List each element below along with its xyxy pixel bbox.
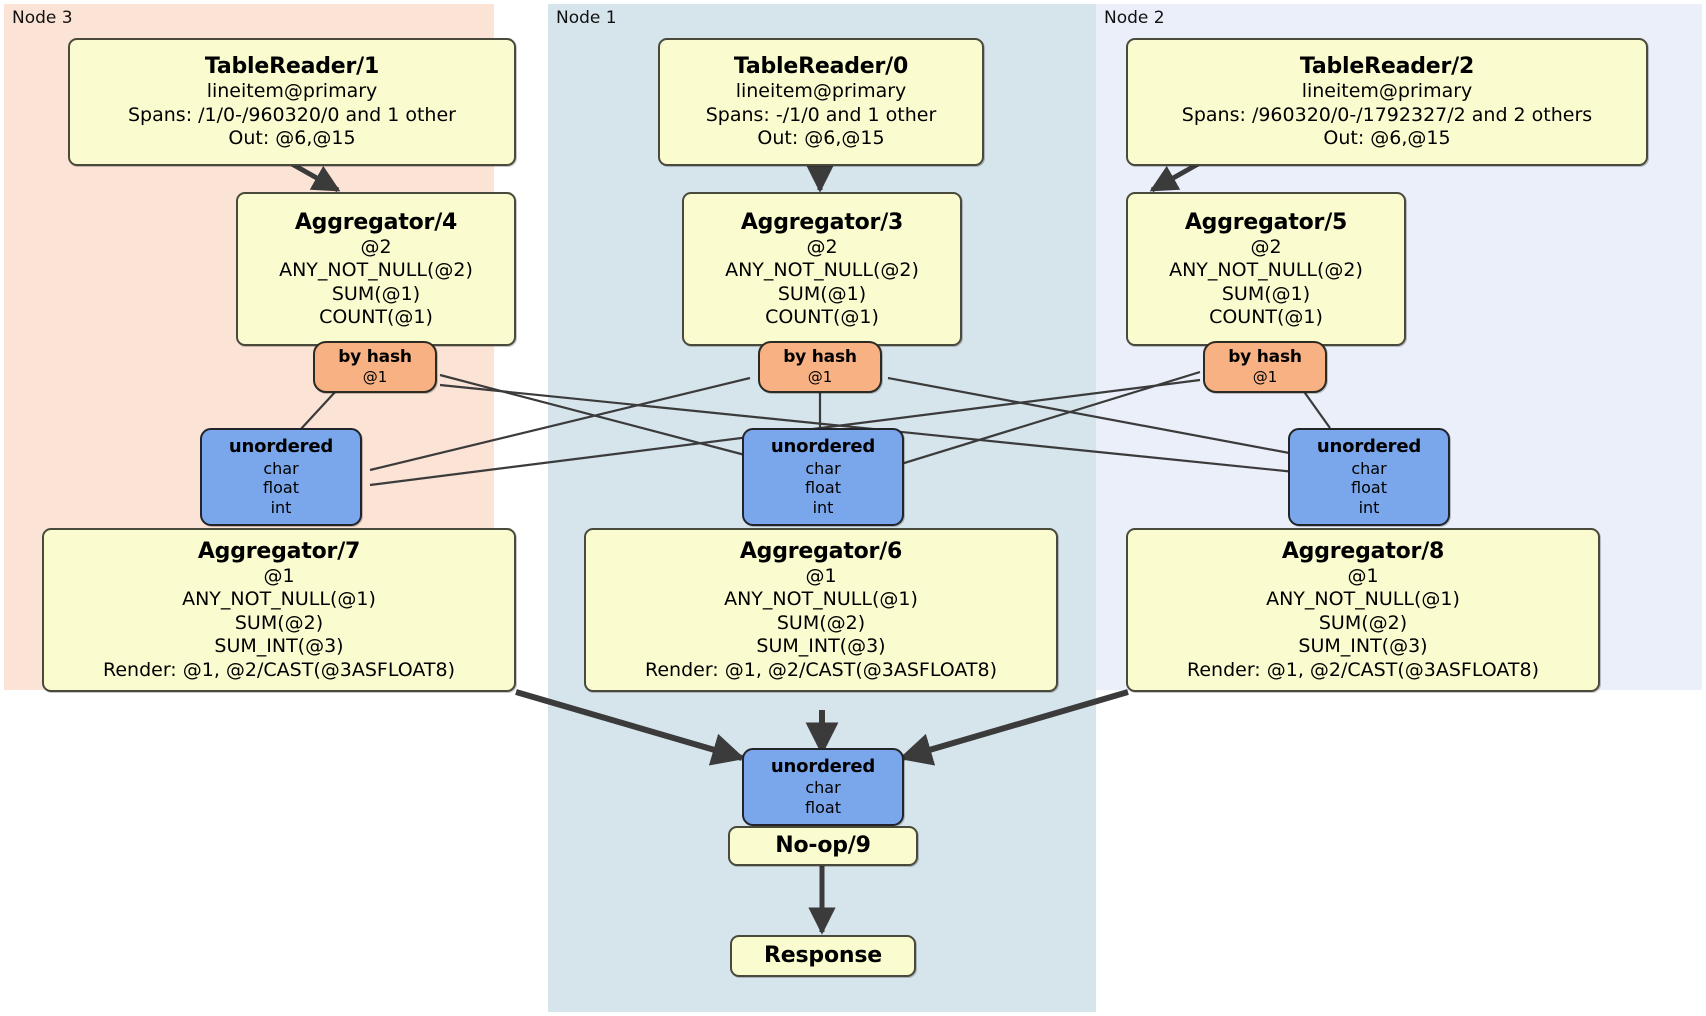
sync-right-title: unordered (1316, 436, 1422, 458)
router-center-line-0: @1 (807, 368, 833, 387)
sync-center-line-0: char (805, 458, 841, 478)
aggregator-3-line-2: SUM(@1) (777, 282, 867, 305)
sync-center-title: unordered (770, 436, 876, 458)
table-reader-2-title: TableReader/2 (1299, 54, 1475, 80)
aggregator-5-line-0: @2 (1250, 235, 1282, 258)
aggregator-7-line-1: ANY_NOT_NULL(@1) (182, 588, 376, 611)
aggregator-6-line-0: @1 (805, 565, 837, 588)
node-aggregator-3[interactable]: Aggregator/3 @2 ANY_NOT_NULL(@2) SUM(@1)… (682, 192, 962, 346)
node-aggregator-5[interactable]: Aggregator/5 @2 ANY_NOT_NULL(@2) SUM(@1)… (1126, 192, 1406, 346)
aggregator-8-line-4: Render: @1, @2/CAST(@3ASFLOAT8) (1187, 658, 1539, 681)
aggregator-8-line-1: ANY_NOT_NULL(@1) (1266, 588, 1460, 611)
table-reader-1-line-2: Out: @6,@15 (228, 127, 356, 150)
node-router-by-hash-right[interactable]: by hash @1 (1203, 341, 1327, 393)
node-router-by-hash-center[interactable]: by hash @1 (758, 341, 882, 393)
aggregator-8-line-3: SUM_INT(@3) (1298, 635, 1428, 658)
aggregator-3-line-3: COUNT(@1) (765, 305, 879, 328)
aggregator-3-line-0: @2 (806, 235, 838, 258)
table-reader-2-line-2: Out: @6,@15 (1323, 127, 1451, 150)
table-reader-1-title: TableReader/1 (204, 54, 380, 80)
aggregator-7-line-3: SUM_INT(@3) (214, 635, 344, 658)
aggregator-3-title: Aggregator/3 (740, 209, 904, 235)
router-left-line-0: @1 (362, 368, 388, 387)
aggregator-6-line-3: SUM_INT(@3) (756, 635, 886, 658)
aggregator-8-line-0: @1 (1347, 565, 1379, 588)
table-reader-1-line-0: lineitem@primary (206, 80, 378, 103)
node-aggregator-4[interactable]: Aggregator/4 @2 ANY_NOT_NULL(@2) SUM(@1)… (236, 192, 516, 346)
aggregator-7-line-4: Render: @1, @2/CAST(@3ASFLOAT8) (103, 658, 455, 681)
aggregator-6-line-4: Render: @1, @2/CAST(@3ASFLOAT8) (645, 658, 997, 681)
sync-left-line-0: char (263, 458, 299, 478)
aggregator-4-line-3: COUNT(@1) (319, 305, 433, 328)
sync-final-line-1: float (805, 798, 841, 818)
sync-left-line-2: int (270, 497, 292, 517)
sync-left-title: unordered (228, 436, 334, 458)
node-sync-unordered-right[interactable]: unordered char float int (1288, 428, 1450, 526)
table-reader-1-line-1: Spans: /1/0-/960320/0 and 1 other (128, 103, 456, 126)
node-aggregator-7[interactable]: Aggregator/7 @1 ANY_NOT_NULL(@1) SUM(@2)… (42, 528, 516, 692)
router-center-title: by hash (783, 347, 857, 368)
table-reader-0-title: TableReader/0 (733, 54, 909, 80)
aggregator-7-line-0: @1 (263, 565, 295, 588)
panel-node-1-label: Node 1 (556, 8, 617, 28)
sync-center-line-1: float (805, 478, 841, 498)
node-table-reader-0[interactable]: TableReader/0 lineitem@primary Spans: -/… (658, 38, 984, 166)
table-reader-2-line-1: Spans: /960320/0-/1792327/2 and 2 others (1181, 103, 1593, 126)
sync-right-line-0: char (1351, 458, 1387, 478)
aggregator-8-title: Aggregator/8 (1281, 539, 1445, 565)
table-reader-0-line-1: Spans: -/1/0 and 1 other (705, 103, 937, 126)
aggregator-7-line-2: SUM(@2) (234, 611, 324, 634)
sync-center-line-2: int (812, 497, 834, 517)
node-table-reader-2[interactable]: TableReader/2 lineitem@primary Spans: /9… (1126, 38, 1648, 166)
sync-left-line-1: float (263, 478, 299, 498)
aggregator-5-title: Aggregator/5 (1184, 209, 1348, 235)
aggregator-3-line-1: ANY_NOT_NULL(@2) (725, 259, 919, 282)
node-noop-9[interactable]: No-op/9 (728, 826, 918, 866)
aggregator-5-line-1: ANY_NOT_NULL(@2) (1169, 259, 1363, 282)
aggregator-5-line-3: COUNT(@1) (1209, 305, 1323, 328)
aggregator-6-title: Aggregator/6 (739, 539, 903, 565)
response-title: Response (764, 943, 882, 969)
aggregator-5-line-2: SUM(@1) (1221, 282, 1311, 305)
node-sync-unordered-final[interactable]: unordered char float (742, 748, 904, 826)
table-reader-0-line-0: lineitem@primary (735, 80, 907, 103)
node-router-by-hash-left[interactable]: by hash @1 (313, 341, 437, 393)
node-sync-unordered-center[interactable]: unordered char float int (742, 428, 904, 526)
table-reader-0-line-2: Out: @6,@15 (757, 127, 885, 150)
router-left-title: by hash (338, 347, 412, 368)
table-reader-2-line-0: lineitem@primary (1301, 80, 1473, 103)
sync-right-line-1: float (1351, 478, 1387, 498)
sync-final-line-0: char (805, 778, 841, 798)
sync-right-line-2: int (1358, 497, 1380, 517)
aggregator-7-title: Aggregator/7 (197, 539, 361, 565)
noop-9-title: No-op/9 (775, 833, 871, 859)
aggregator-8-line-2: SUM(@2) (1318, 611, 1408, 634)
node-table-reader-1[interactable]: TableReader/1 lineitem@primary Spans: /1… (68, 38, 516, 166)
node-sync-unordered-left[interactable]: unordered char float int (200, 428, 362, 526)
router-right-line-0: @1 (1252, 368, 1278, 387)
node-aggregator-6[interactable]: Aggregator/6 @1 ANY_NOT_NULL(@1) SUM(@2)… (584, 528, 1058, 692)
aggregator-6-line-1: ANY_NOT_NULL(@1) (724, 588, 918, 611)
sync-final-title: unordered (770, 756, 876, 778)
node-response[interactable]: Response (730, 935, 916, 977)
panel-node-3-label: Node 3 (12, 8, 73, 28)
aggregator-6-line-2: SUM(@2) (776, 611, 866, 634)
aggregator-4-title: Aggregator/4 (294, 209, 458, 235)
aggregator-4-line-1: ANY_NOT_NULL(@2) (279, 259, 473, 282)
aggregator-4-line-0: @2 (360, 235, 392, 258)
panel-node-2-label: Node 2 (1104, 8, 1165, 28)
router-right-title: by hash (1228, 347, 1302, 368)
node-aggregator-8[interactable]: Aggregator/8 @1 ANY_NOT_NULL(@1) SUM(@2)… (1126, 528, 1600, 692)
aggregator-4-line-2: SUM(@1) (331, 282, 421, 305)
